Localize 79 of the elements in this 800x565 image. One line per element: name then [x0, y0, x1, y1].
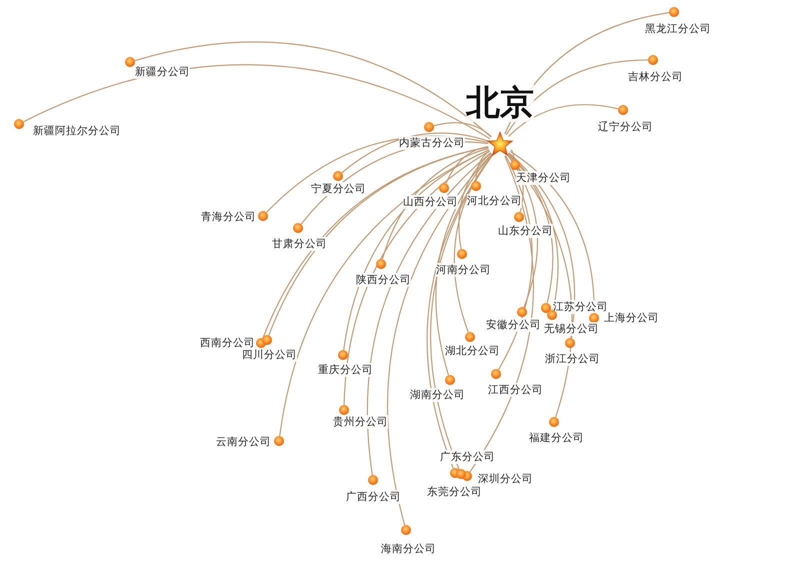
branch-label: 云南分公司	[216, 435, 271, 449]
location-dot	[376, 259, 386, 269]
connection-curve	[435, 154, 493, 376]
location-dot	[14, 119, 24, 129]
location-dot	[510, 160, 520, 170]
location-dot	[445, 375, 455, 385]
branch-label: 辽宁分公司	[598, 120, 653, 134]
branch-label: 甘肃分公司	[272, 237, 327, 251]
branch-label: 广西分公司	[346, 490, 401, 504]
location-dot	[333, 171, 343, 181]
connection-curve	[434, 122, 492, 138]
branch-label: 新疆分公司	[135, 65, 190, 79]
branch-label: 天津分公司	[516, 171, 571, 185]
location-dot	[293, 223, 303, 233]
branch-label: 陕西分公司	[356, 273, 411, 287]
branch-label: 西南分公司	[200, 336, 255, 350]
location-dot	[491, 369, 501, 379]
location-dot	[669, 7, 679, 17]
branch-label: 江苏分公司	[553, 300, 608, 314]
branch-label: 福建分公司	[529, 431, 584, 445]
connection-curve	[476, 150, 490, 182]
branch-label: 四川分公司	[242, 348, 297, 362]
star-marker	[487, 132, 513, 158]
location-dot	[274, 436, 284, 446]
branch-label: 内蒙古分公司	[399, 136, 465, 150]
branch-label: 湖南分公司	[410, 388, 465, 402]
location-dot	[547, 310, 557, 320]
branch-label: 吉林分公司	[628, 70, 683, 84]
connection-curve	[387, 153, 492, 526]
location-dot	[549, 417, 559, 427]
location-dot	[339, 405, 349, 415]
branch-label: 山西分公司	[403, 195, 458, 209]
location-dot	[424, 122, 434, 132]
connection-curve	[508, 104, 618, 137]
connection-curve	[446, 146, 488, 184]
connection-curve	[382, 148, 489, 260]
location-dot	[517, 307, 527, 317]
branch-label: 江西分公司	[488, 383, 543, 397]
location-dot	[648, 55, 658, 65]
location-dot	[514, 212, 524, 222]
branch-label: 海南分公司	[381, 542, 436, 556]
branch-label: 无锡分公司	[544, 322, 599, 336]
branch-label: 山东分公司	[498, 224, 553, 238]
branch-label: 新疆阿拉尔分公司	[33, 124, 121, 138]
location-dot	[541, 303, 551, 313]
connection-curve	[341, 132, 489, 174]
location-dot	[618, 105, 628, 115]
branch-label: 青海分公司	[201, 210, 256, 224]
branch-label: 重庆分公司	[318, 363, 373, 377]
connection-curve	[458, 152, 492, 250]
location-dot	[338, 350, 348, 360]
connection-curve	[23, 64, 490, 140]
connection-curve	[134, 42, 492, 138]
location-dot	[471, 181, 481, 191]
branch-label: 上海分公司	[604, 311, 659, 325]
connection-curve	[279, 149, 490, 436]
city-label: 北京	[466, 84, 534, 122]
branch-label: 浙江分公司	[545, 352, 600, 366]
location-dot	[401, 525, 411, 535]
branch-label: 湖北分公司	[445, 344, 500, 358]
connection-curve	[508, 152, 559, 310]
location-dot	[439, 183, 449, 193]
branch-label: 黑龙江分公司	[645, 22, 711, 36]
location-dot	[368, 475, 378, 485]
branch-label: 广东分公司	[440, 450, 495, 464]
branch-label: 宁夏分公司	[311, 182, 366, 196]
location-dot	[125, 57, 135, 67]
branch-label: 河南分公司	[436, 263, 491, 277]
branch-label: 贵州分公司	[333, 415, 388, 429]
branch-label: 东莞分公司	[427, 485, 482, 499]
location-dot	[456, 469, 466, 479]
branch-label: 深圳分公司	[478, 472, 533, 486]
branch-label: 河北分公司	[467, 194, 522, 208]
location-dot	[262, 335, 272, 345]
location-dot	[258, 211, 268, 221]
branch-label: 安徽分公司	[486, 318, 541, 332]
location-dot	[457, 249, 467, 259]
location-dot	[565, 338, 575, 348]
location-dot	[465, 332, 475, 342]
